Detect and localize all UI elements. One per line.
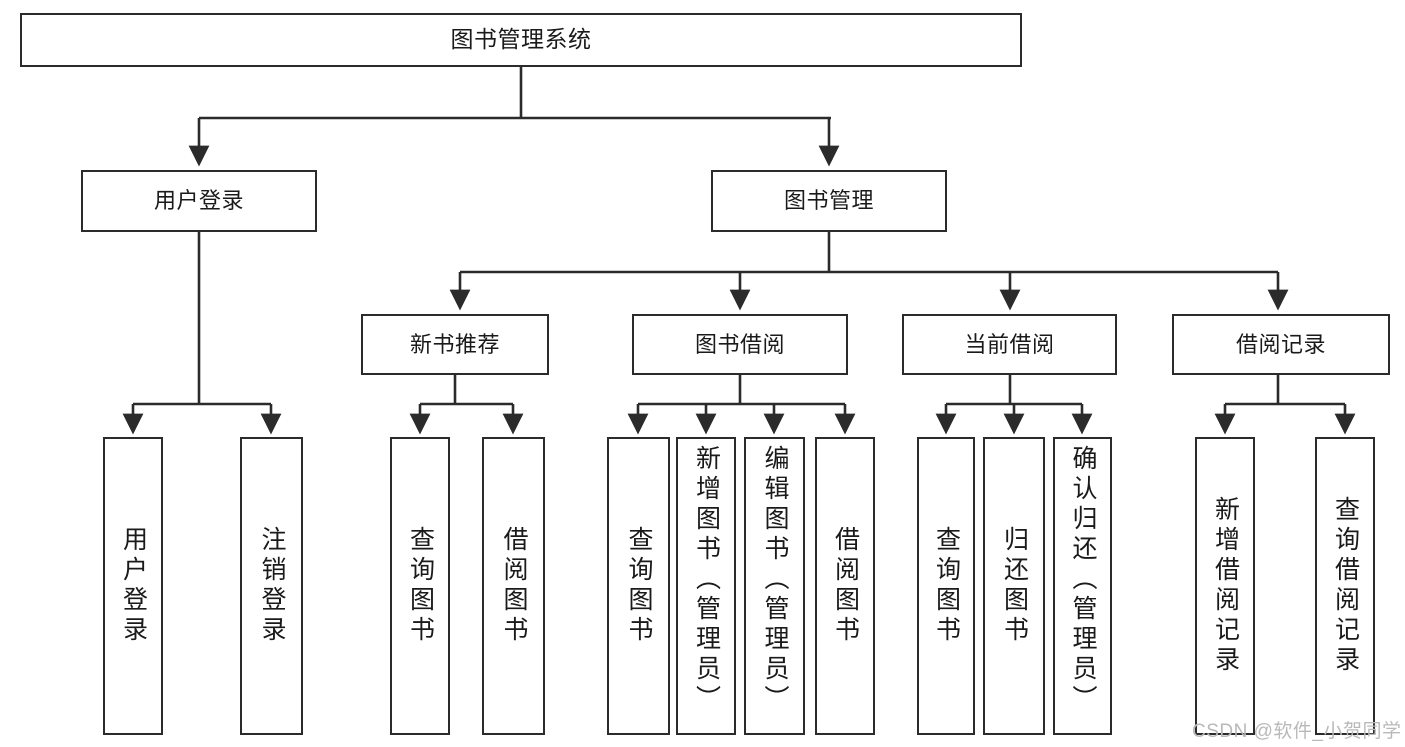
node-leaf-return-book-label: 归还图书 — [1000, 526, 1029, 646]
node-leaf-query-book-1-label: 查询图书 — [406, 526, 435, 646]
node-leaf-borrow-book-1-label: 借阅图书 — [500, 526, 528, 646]
node-leaf-add-book[interactable]: 新增图书（管理员） — [676, 437, 736, 735]
node-leaf-borrow-book-2-label: 借阅图书 — [831, 526, 860, 646]
node-leaf-borrow-book-1[interactable]: 借阅图书 — [482, 437, 545, 735]
node-leaf-query-book-2-label: 查询图书 — [625, 526, 653, 646]
node-root-label: 图书管理系统 — [450, 26, 592, 53]
node-current-borrow[interactable]: 当前借阅 — [902, 314, 1117, 375]
node-root[interactable]: 图书管理系统 — [20, 13, 1022, 67]
node-leaf-query-record[interactable]: 查询借阅记录 — [1315, 437, 1375, 735]
node-current-borrow-label: 当前借阅 — [964, 331, 1055, 357]
node-leaf-add-record-label: 新增借阅记录 — [1211, 496, 1240, 676]
node-book-manage-label: 图书管理 — [783, 188, 874, 214]
node-leaf-return-book[interactable]: 归还图书 — [983, 437, 1045, 735]
node-book-manage[interactable]: 图书管理 — [711, 170, 947, 232]
node-leaf-query-book-2[interactable]: 查询图书 — [607, 437, 670, 735]
node-book-borrow-label: 图书借阅 — [694, 331, 785, 357]
node-leaf-query-record-label: 查询借阅记录 — [1331, 496, 1360, 676]
node-borrow-record-label: 借阅记录 — [1235, 331, 1326, 357]
node-leaf-edit-book[interactable]: 编辑图书（管理员） — [744, 437, 805, 735]
node-new-book-recommend[interactable]: 新书推荐 — [361, 314, 549, 375]
node-leaf-edit-book-label: 编辑图书（管理员） — [761, 445, 789, 715]
csdn-watermark: CSDN @软件_小贺同学 — [1192, 721, 1402, 742]
node-leaf-query-book-3-label: 查询图书 — [932, 526, 961, 646]
node-user-login[interactable]: 用户登录 — [81, 170, 317, 232]
node-leaf-logout[interactable]: 注销登录 — [240, 437, 303, 735]
node-leaf-user-login[interactable]: 用户登录 — [103, 437, 163, 735]
node-leaf-user-login-label: 用户登录 — [119, 526, 148, 646]
node-book-borrow[interactable]: 图书借阅 — [632, 314, 848, 375]
node-leaf-query-book-3[interactable]: 查询图书 — [917, 437, 975, 735]
node-leaf-confirm-return[interactable]: 确认归还（管理员） — [1053, 437, 1112, 735]
node-leaf-query-book-1[interactable]: 查询图书 — [390, 437, 450, 735]
node-leaf-borrow-book-2[interactable]: 借阅图书 — [815, 437, 875, 735]
node-leaf-confirm-return-label: 确认归还（管理员） — [1069, 445, 1097, 715]
node-leaf-logout-label: 注销登录 — [258, 526, 286, 646]
node-borrow-record[interactable]: 借阅记录 — [1172, 314, 1390, 375]
node-leaf-add-record[interactable]: 新增借阅记录 — [1195, 437, 1255, 735]
node-user-login-label: 用户登录 — [153, 188, 244, 214]
node-leaf-add-book-label: 新增图书（管理员） — [692, 445, 721, 715]
node-new-book-recommend-label: 新书推荐 — [409, 331, 500, 357]
